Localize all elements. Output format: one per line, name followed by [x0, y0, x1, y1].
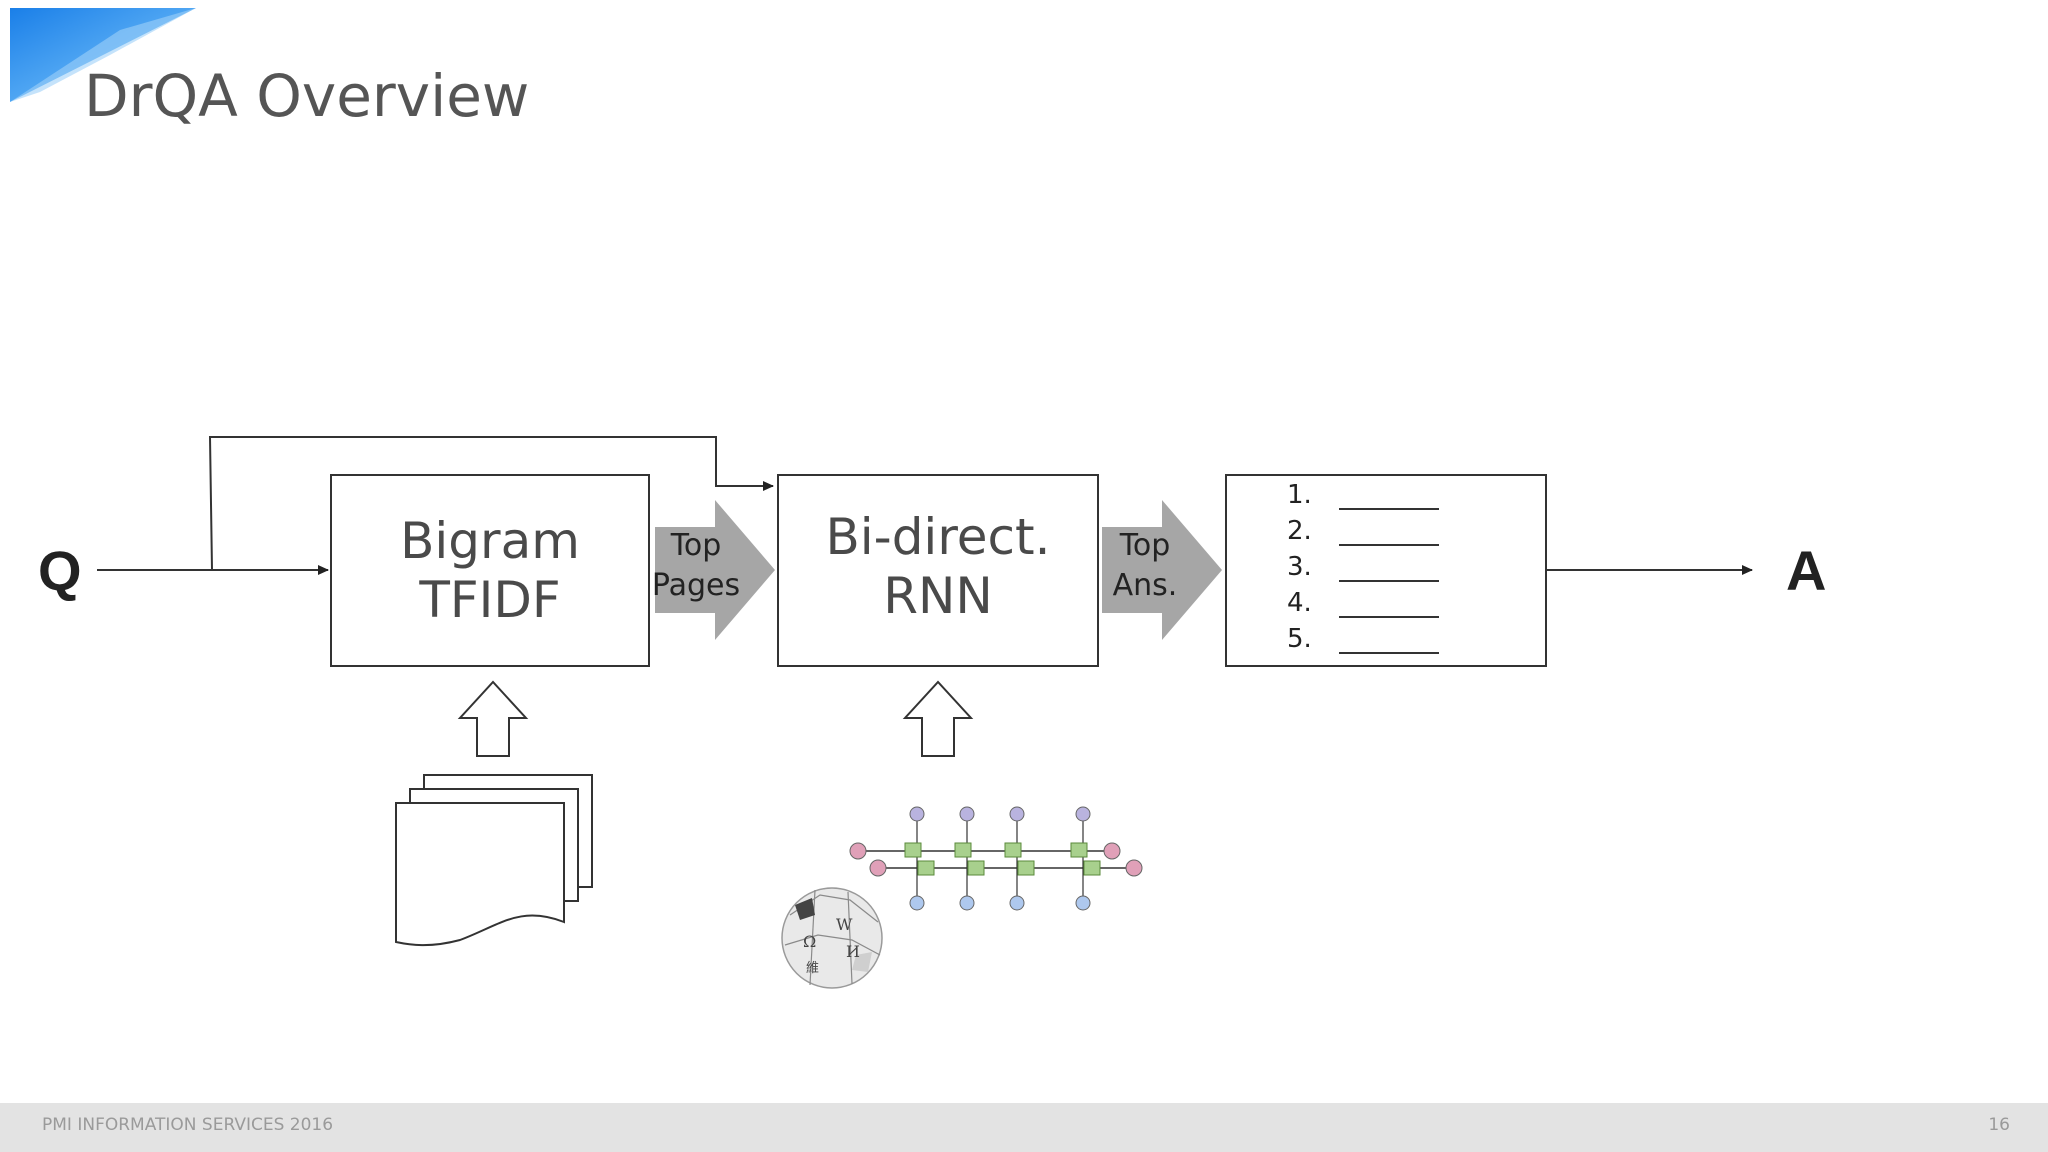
wikipedia-globe-icon: Ω W И 維 — [781, 887, 883, 989]
corner-accent-light — [10, 8, 196, 102]
answer-label: A — [1786, 539, 1827, 602]
up-arrow-wikipedia — [902, 680, 974, 757]
up-arrow-documents — [457, 680, 529, 757]
rnn-cell-backward — [1017, 860, 1035, 876]
answer-blank-line — [1339, 642, 1439, 654]
answer-rank: 3. — [1287, 552, 1312, 582]
rnn-output-node — [1075, 806, 1091, 822]
answer-rank: 1. — [1287, 480, 1312, 510]
answer-list-item: 1. — [1287, 480, 1439, 510]
rnn-input-node — [1009, 895, 1025, 911]
rnn-state-node — [1125, 859, 1143, 877]
retriever-box: Bigram TFIDF — [330, 474, 650, 667]
top-pages-line-1: Top — [670, 528, 722, 563]
rnn-output-node — [1009, 806, 1025, 822]
answer-blank-line — [1339, 498, 1439, 510]
rnn-cell-backward — [967, 860, 985, 876]
answer-list-item: 5. — [1287, 624, 1439, 654]
rnn-input-node — [1075, 895, 1091, 911]
slide-footer: PMI INFORMATION SERVICES 2016 16 — [0, 1103, 2048, 1152]
document-stack-icon — [395, 774, 593, 947]
connector-q-bypass — [208, 436, 774, 571]
answer-blank-line — [1339, 570, 1439, 582]
rnn-cell-forward — [954, 842, 972, 858]
top-pages-line-2: Pages — [651, 567, 741, 603]
wiki-letter-w: W — [836, 915, 853, 934]
wiki-letter-i: И — [846, 942, 860, 961]
footer-company: PMI INFORMATION SERVICES 2016 — [42, 1115, 334, 1135]
rnn-cell-forward — [1070, 842, 1088, 858]
slide-title: DrQA Overview — [84, 62, 530, 130]
rnn-state-node — [869, 859, 887, 877]
top-answers-line-2: Ans. — [1112, 567, 1178, 603]
retriever-line-1: Bigram — [400, 511, 580, 570]
rnn-input-node — [909, 895, 925, 911]
top-answers-line-1: Top — [1119, 528, 1171, 563]
answer-list-item: 4. — [1287, 588, 1439, 618]
question-label: Q — [38, 539, 82, 602]
rnn-state-node — [1103, 842, 1121, 860]
page-number: 16 — [1988, 1115, 2010, 1135]
retriever-line-2: TFIDF — [419, 570, 561, 629]
top-pages-label: Top Pages — [651, 526, 741, 605]
answer-list-item: 3. — [1287, 552, 1439, 582]
rnn-cell-forward — [904, 842, 922, 858]
reader-line-1: Bi-direct. — [825, 507, 1051, 566]
top-answers-label: Top Ans. — [1100, 526, 1190, 605]
answer-rank: 5. — [1287, 624, 1312, 654]
wiki-letter-cjk: 維 — [806, 961, 819, 976]
rnn-cell-forward — [1004, 842, 1022, 858]
answer-list-item: 2. — [1287, 516, 1439, 546]
block-arrow-top-pages — [655, 500, 775, 640]
answer-blank-line — [1339, 606, 1439, 618]
answer-rank: 2. — [1287, 516, 1312, 546]
reader-box: Bi-direct. RNN — [777, 474, 1099, 667]
rnn-cell-backward — [1083, 860, 1101, 876]
rnn-output-node — [959, 806, 975, 822]
answer-rank: 4. — [1287, 588, 1312, 618]
block-arrow-top-answers — [1102, 500, 1222, 640]
answer-list-box: 1. 2. 3. 4. 5. — [1225, 474, 1547, 667]
answer-blank-line — [1339, 534, 1439, 546]
rnn-state-node — [849, 842, 867, 860]
rnn-cell-backward — [917, 860, 935, 876]
birnn-illustration — [849, 806, 1143, 911]
wiki-letter-omega: Ω — [803, 932, 816, 951]
reader-line-2: RNN — [883, 566, 993, 625]
rnn-input-node — [959, 895, 975, 911]
rnn-output-node — [909, 806, 925, 822]
